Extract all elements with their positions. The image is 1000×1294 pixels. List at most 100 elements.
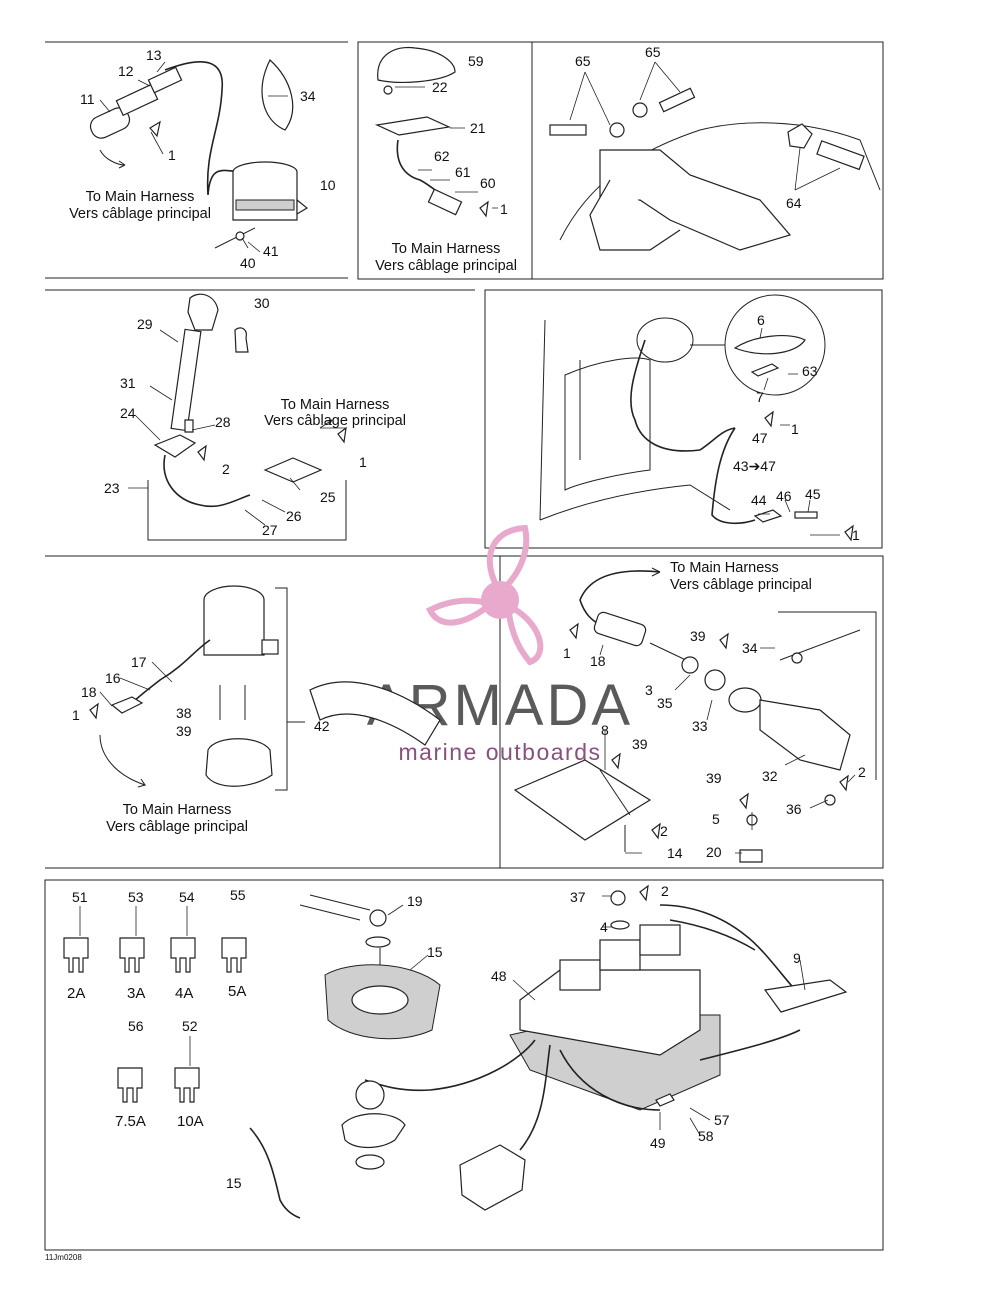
panel-1-gauge-assembly: 13 12 11 34 1 10 41 40 To Main Harness V… <box>69 47 336 271</box>
panel-7-callout-6: 33 <box>692 718 708 734</box>
panel-1-callout-7: 40 <box>240 255 256 271</box>
panel-2-callout-6: 1 <box>500 201 508 217</box>
fuse-55: 55 5A <box>221 887 247 1000</box>
panel-2-callout-2: 21 <box>470 120 486 136</box>
panel-6-callout-5: 39 <box>176 723 192 739</box>
panel-6-callout-3: 1 <box>72 707 80 723</box>
panel-1-callout-6: 41 <box>263 243 279 259</box>
panel-1-callout-2: 11 <box>80 91 95 107</box>
panel-3-callout-0: 65 <box>575 53 591 69</box>
panel-5-callout-9: 1 <box>852 527 860 543</box>
panel-5-callout-1: 63 <box>802 363 818 379</box>
panel-7-callout-10: 2 <box>858 764 866 780</box>
fuse-52-rating: 10A <box>177 1113 204 1130</box>
fuse-54-rating: 4A <box>175 985 193 1002</box>
panel-3-callout-2: 64 <box>786 195 802 211</box>
fuse-51-part: 51 <box>72 889 88 905</box>
panel-4-callout-3: 28 <box>215 414 231 430</box>
panel-4-callout-0: 30 <box>254 295 270 311</box>
panel-4-note-en: To Main Harness <box>281 397 390 413</box>
panel-4-callout-8: 25 <box>320 489 336 505</box>
fuse-56-rating: 7.5A <box>115 1113 146 1130</box>
panel-8-callout-2: 37 <box>570 889 586 905</box>
fuse-56-part: 56 <box>128 1018 144 1034</box>
panel-5-callout-3: 1 <box>791 421 799 437</box>
panel-7-note-fr: Vers câblage principal <box>670 577 812 593</box>
panel-7-callout-8: 39 <box>632 736 648 752</box>
fuse-51-rating: 2A <box>67 985 85 1002</box>
panel-1-callout-3: 34 <box>300 88 316 104</box>
panel-7-callout-15: 14 <box>667 845 683 861</box>
panel-8-callout-5: 48 <box>491 968 507 984</box>
panel-6-note-fr: Vers câblage principal <box>106 819 248 835</box>
fuse-51: 51 2A <box>63 889 89 1002</box>
fuse-52-part: 52 <box>182 1018 198 1034</box>
panel-5-callout-6: 46 <box>776 488 792 504</box>
panel-5-callout-2: 7 <box>756 389 764 405</box>
panel-8-callout-7: 57 <box>714 1112 730 1128</box>
panel-8-callout-10: 15 <box>226 1175 242 1191</box>
panel-6-callout-2: 18 <box>81 684 97 700</box>
panel-1-callout-5: 10 <box>320 177 336 193</box>
panel-4-callout-7: 23 <box>104 480 120 496</box>
panel-1-note-en: To Main Harness <box>86 189 195 205</box>
fuse-53: 53 3A <box>119 889 145 1002</box>
panel-2-note-fr: Vers câblage principal <box>375 258 517 274</box>
panel-4-note-fr: Vers câblage principal <box>264 413 406 429</box>
panel-8-callout-3: 2 <box>661 883 669 899</box>
panel-5-callout-0: 6 <box>757 312 765 328</box>
propeller-icon <box>425 524 544 666</box>
panel-4-callout-5: 2 <box>222 461 230 477</box>
panel-4-pole-light-assembly: 30 29 31 28 24 2 1 23 25 26 27 To Main H… <box>104 293 406 541</box>
fuse-53-rating: 3A <box>127 985 145 1002</box>
panel-2-callout-0: 59 <box>468 53 484 69</box>
panel-5-callout-5: 43➔47 <box>733 458 776 474</box>
diagram-id: 11Jm0208 <box>45 1253 82 1262</box>
panel-8-callout-1: 15 <box>427 944 443 960</box>
panel-7-callout-14: 2 <box>660 823 668 839</box>
panel-8-fuse-box-assembly: 51 2A 53 3A 54 4A 55 5A 56 7.5A 52 <box>45 883 848 1262</box>
panel-1-callout-0: 13 <box>146 47 162 63</box>
panel-5-callout-4: 47 <box>752 430 768 446</box>
fuse-55-part: 55 <box>230 887 246 903</box>
panel-7-callout-5: 35 <box>657 695 673 711</box>
panel-7-callout-4: 3 <box>645 682 653 698</box>
panel-4-callout-9: 26 <box>286 508 302 524</box>
panel-5-callout-8: 44 <box>751 492 767 508</box>
panel-7-note-en: To Main Harness <box>670 560 779 576</box>
panel-4-callout-2: 31 <box>120 375 136 391</box>
panel-1-callout-4: 1 <box>168 147 176 163</box>
panel-5-compartment-light: 6 63 7 1 47 43➔47 46 45 44 1 <box>539 294 860 543</box>
fuse-54-part: 54 <box>179 889 195 905</box>
fuse-52: 52 10A <box>174 1018 204 1130</box>
panel-8-callout-6: 9 <box>793 950 801 966</box>
panel-2-note-en: To Main Harness <box>392 241 501 257</box>
panel-4-callout-10: 27 <box>262 522 278 538</box>
panel-frames <box>44 41 884 1251</box>
panel-4-callout-6: 1 <box>359 454 367 470</box>
panel-6-callout-1: 16 <box>105 670 121 686</box>
panel-2-light-assembly: 59 22 21 62 61 60 1 To Main Harness Vers… <box>374 46 517 274</box>
panel-3-bracket-assembly: 65 65 64 <box>549 44 881 251</box>
panel-7-callout-0: 1 <box>563 645 571 661</box>
panel-1-note-fr: Vers câblage principal <box>69 206 211 222</box>
panel-7-callout-13: 36 <box>786 801 802 817</box>
panel-7-callout-11: 39 <box>706 770 722 786</box>
panel-6-sender-assembly: 17 16 18 1 38 39 42 To Main Harness Vers… <box>72 585 441 835</box>
fuse-56: 56 7.5A <box>115 1018 146 1130</box>
panel-7-callout-3: 34 <box>742 640 758 656</box>
watermark-tagline: marine outboards <box>399 739 602 765</box>
panel-2-callout-4: 61 <box>455 164 471 180</box>
fuse-53-part: 53 <box>128 889 144 905</box>
fuse-55-rating: 5A <box>228 983 246 1000</box>
panel-5-callout-7: 45 <box>805 486 821 502</box>
watermark: ARMADA marine outboards <box>367 524 630 765</box>
panel-8-callout-4: 4 <box>600 919 608 935</box>
panel-7-switch-assembly: 1 18 39 34 3 35 33 8 39 32 2 39 5 36 2 1… <box>513 560 877 863</box>
fuse-54: 54 4A <box>170 889 196 1002</box>
panel-7-callout-7: 8 <box>601 722 609 738</box>
panel-6-callout-4: 38 <box>176 705 192 721</box>
panel-4-callout-1: 29 <box>137 316 153 332</box>
panel-6-note-en: To Main Harness <box>123 802 232 818</box>
